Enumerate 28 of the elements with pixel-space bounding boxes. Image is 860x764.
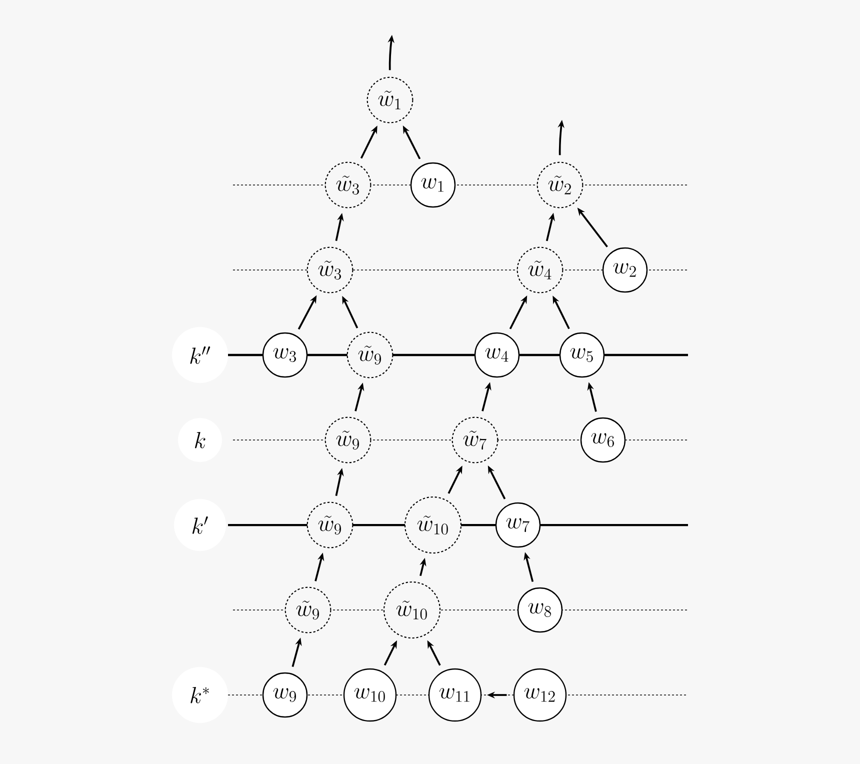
circle-node: $w_3$ [262,332,308,378]
dashed-circle-node: $\tilde{w}_{10}$ [383,581,441,639]
dashed-circle-node: $\tilde{w}_2$ [536,162,584,208]
circle-node: $w_1$ [410,162,456,208]
dashed-circle-node: $\tilde{w}_1$ [366,76,414,124]
circle-node: $w_{11}$ [428,668,482,722]
circle-node: $w_{12}$ [513,668,567,722]
circle-node: $w_8$ [517,587,563,633]
circle-node: $w_7$ [495,502,541,548]
circle-node: $w_9$ [262,672,308,718]
dashed-circle-node: $\tilde{w}_9$ [346,332,394,378]
row-label: $k'$ [174,499,226,551]
circle-node: $w_2$ [602,247,648,293]
dashed-circle-node: $\tilde{w}_9$ [306,502,354,548]
dashed-circle-node: $\tilde{w}_7$ [452,416,498,464]
dashed-circle-node: $\tilde{w}_{10}$ [404,496,462,554]
row-label: $k^*$ [172,667,228,723]
circle-node: $w_4$ [474,332,520,378]
row-label: $k$ [178,418,222,462]
row-label: $k''$ [172,327,228,383]
dashed-circle-node: $\tilde{w}_9$ [284,586,332,634]
dashed-circle-node: $\tilde{w}_3$ [324,162,372,208]
circle-node: $w_{10}$ [343,668,397,722]
circle-node: $w_6$ [580,417,626,463]
dashed-circle-node: $\tilde{w}_9$ [324,416,372,464]
circle-node: $w_5$ [559,332,605,378]
dashed-circle-node: $\tilde{w}_4$ [516,246,564,294]
dashed-circle-node: $\tilde{w}_3$ [306,246,354,294]
